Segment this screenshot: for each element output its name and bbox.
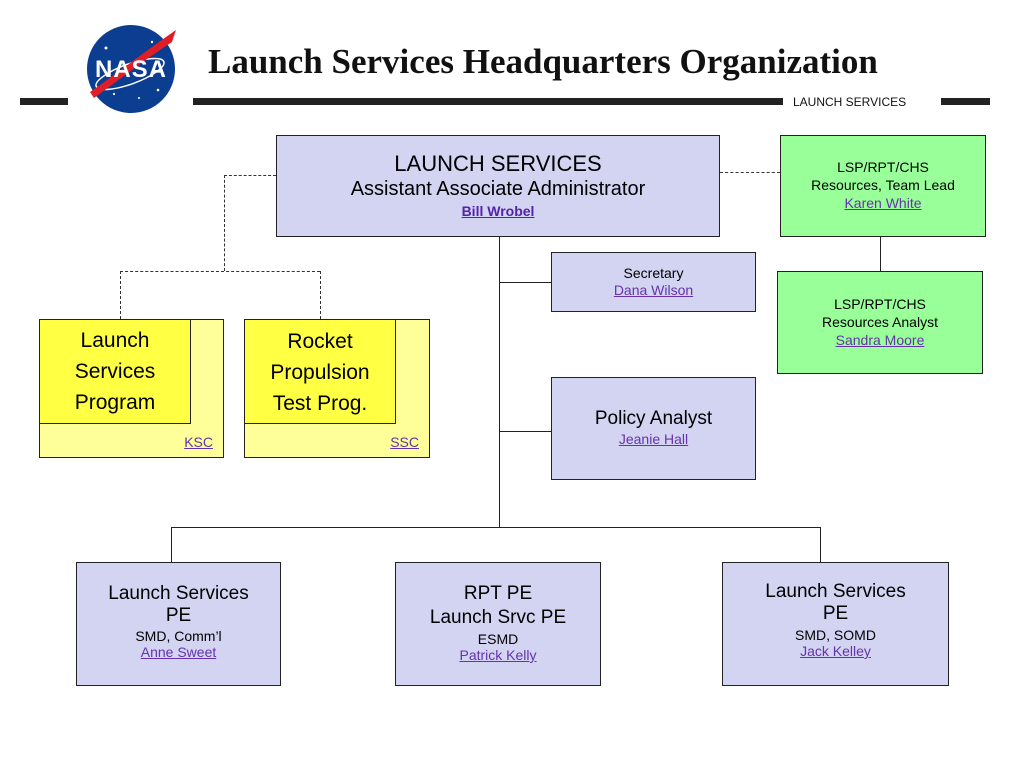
connector-bottom-left	[171, 527, 172, 562]
resources-analyst-box: LSP/RPT/CHS Resources Analyst Sandra Moo…	[777, 271, 983, 374]
rpt-line1: Rocket	[287, 330, 353, 353]
lsp-line3: Program	[74, 391, 156, 414]
rpt-line3: Test Prog.	[272, 392, 368, 415]
green2-name-link[interactable]: Sandra Moore	[835, 332, 925, 348]
bottom1-line2: PE	[165, 605, 192, 626]
header-rule-right	[941, 98, 990, 105]
header-rule-left	[20, 98, 68, 105]
dashed-programs-bar	[120, 271, 320, 272]
dashed-to-programs-top	[224, 175, 276, 176]
dashdot-to-green	[720, 172, 780, 173]
top-box-name-link[interactable]: Bill Wrobel	[461, 203, 535, 219]
bottom1-name-link[interactable]: Anne Sweet	[140, 644, 217, 660]
policy-analyst-box: Policy Analyst Jeanie Hall	[551, 377, 756, 480]
launch-services-aaa-box: LAUNCH SERVICES Assistant Associate Admi…	[276, 135, 720, 237]
nasa-logo: NASA	[84, 22, 178, 116]
rpt-launch-srvc-pe-box: RPT PE Launch Srvc PE ESMD Patrick Kelly	[395, 562, 601, 686]
header-tag: LAUNCH SERVICES	[793, 95, 907, 109]
bottom2-line1: RPT PE	[463, 583, 533, 604]
green1-line1: LSP/RPT/CHS	[837, 159, 929, 175]
bottom3-org: SMD, SOMD	[795, 627, 876, 643]
resources-team-lead-box: LSP/RPT/CHS Resources, Team Lead Karen W…	[780, 135, 986, 237]
dashed-program-ssc	[320, 271, 321, 319]
bottom2-name-link[interactable]: Patrick Kelly	[459, 647, 537, 663]
connector-policy	[499, 431, 551, 432]
connector-bottom-right	[820, 527, 821, 562]
green2-line2: Resources Analyst	[822, 314, 938, 330]
page-title: Launch Services Headquarters Organizatio…	[208, 42, 878, 81]
policy-role: Policy Analyst	[594, 408, 713, 429]
green1-line2: Resources, Team Lead	[811, 177, 955, 193]
secretary-box: Secretary Dana Wilson	[551, 252, 756, 312]
ssc-link[interactable]: SSC	[390, 434, 419, 450]
secretary-role: Secretary	[623, 265, 684, 281]
bottom3-name-link[interactable]: Jack Kelley	[800, 643, 871, 659]
rpt-line2: Propulsion	[270, 361, 370, 384]
connector-secretary	[499, 282, 551, 283]
top-box-line2: Assistant Associate Administrator	[350, 178, 646, 200]
bottom3-line2: PE	[822, 603, 849, 624]
header-rule-main	[193, 98, 783, 105]
top-box-line1: LAUNCH SERVICES	[394, 151, 602, 176]
bottom1-line1: Launch Services	[108, 583, 249, 604]
ksc-link[interactable]: KSC	[184, 434, 213, 450]
lsp-line2: Services	[74, 360, 156, 383]
launch-services-program-box: Launch Services Program	[39, 319, 191, 424]
lsp-line1: Launch	[80, 329, 150, 352]
dashed-programs-drop	[224, 175, 225, 271]
bottom2-line2: Launch Srvc PE	[429, 607, 567, 628]
connector-bottom-bar	[171, 527, 821, 528]
nasa-logo-text: NASA	[94, 56, 167, 83]
launch-services-pe-commercial-box: Launch Services PE SMD, Comm’l Anne Swee…	[76, 562, 281, 686]
policy-name-link[interactable]: Jeanie Hall	[618, 431, 689, 447]
dashed-program-ksc	[120, 271, 121, 319]
bottom2-org: ESMD	[477, 631, 519, 647]
bottom3-line1: Launch Services	[765, 581, 906, 602]
connector-green	[880, 237, 881, 272]
green2-line1: LSP/RPT/CHS	[834, 296, 926, 312]
launch-services-pe-somd-box: Launch Services PE SMD, SOMD Jack Kelley	[722, 562, 949, 686]
green1-name-link[interactable]: Karen White	[844, 195, 922, 211]
connector-main-vertical	[499, 237, 500, 528]
rocket-propulsion-box: Rocket Propulsion Test Prog.	[244, 319, 396, 424]
bottom1-org: SMD, Comm’l	[135, 628, 222, 644]
secretary-name-link[interactable]: Dana Wilson	[613, 282, 694, 298]
nasa-meatball-icon	[87, 25, 176, 113]
